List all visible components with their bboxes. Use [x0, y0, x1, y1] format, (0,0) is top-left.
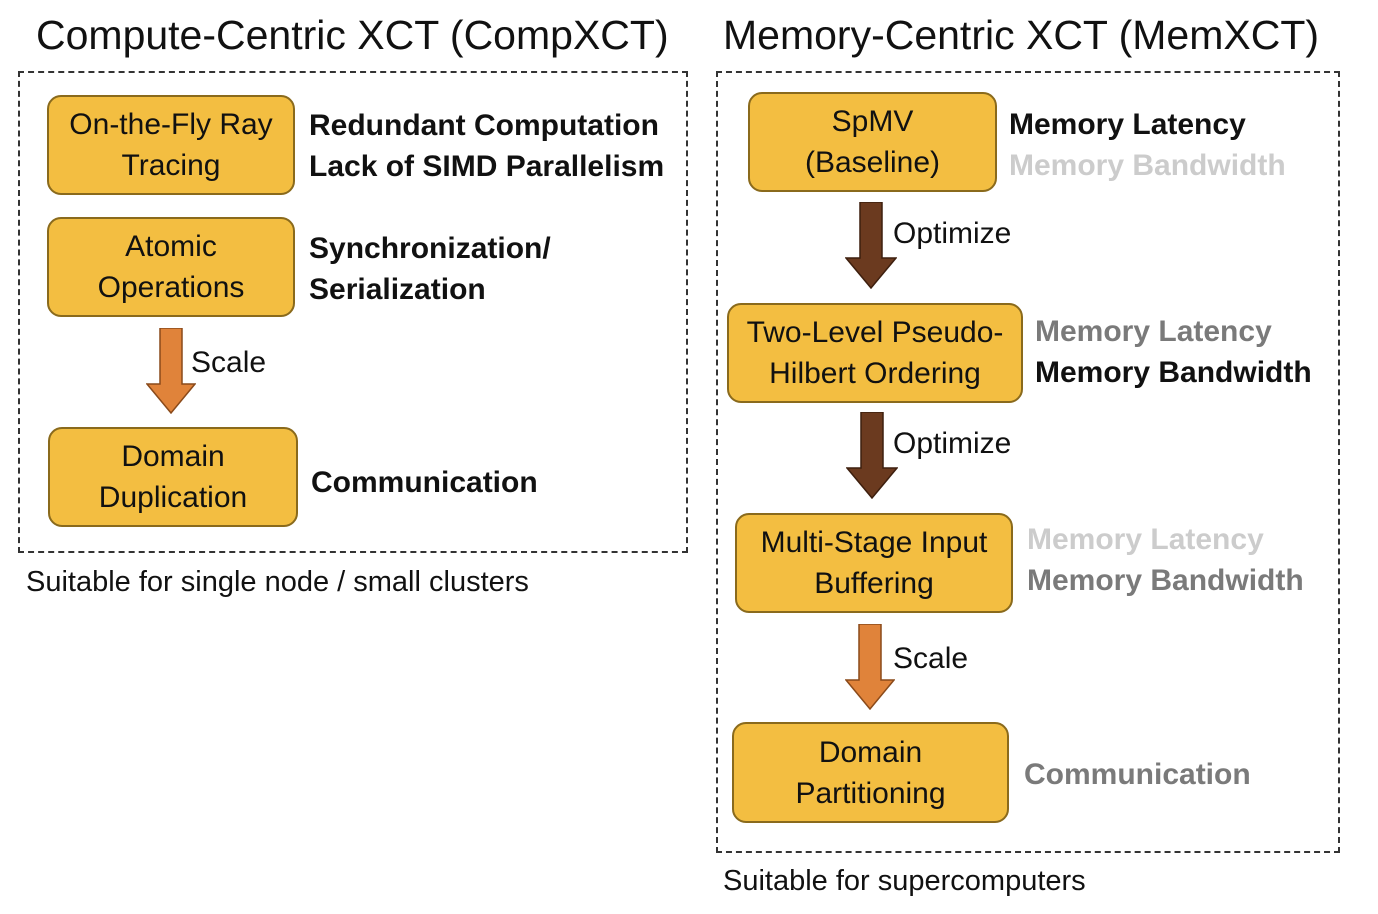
note-memory-hilbert: Memory Latency Memory Bandwidth [1035, 311, 1312, 393]
box-line: Duplication [98, 481, 248, 514]
note-line: Redundant Computation [309, 109, 659, 142]
note-line: Synchronization/ [309, 232, 551, 265]
box-domain-duplication: Domain Duplication [48, 427, 298, 527]
note-communication-left: Communication [311, 462, 538, 503]
box-line: Multi-Stage Input [760, 526, 988, 559]
note-line: Memory Latency [1009, 108, 1246, 141]
note-line: Serialization [309, 273, 486, 306]
note-memory-spmv: Memory Latency Memory Bandwidth [1009, 104, 1286, 186]
box-atomic-operations: Atomic Operations [47, 217, 295, 317]
scale-arrow-left [146, 328, 196, 414]
optimize-arrow-2 [846, 412, 898, 499]
compxct-caption: Suitable for single node / small cluster… [26, 566, 529, 598]
arrow-label-optimize: Optimize [893, 427, 1012, 460]
note-line: Communication [311, 466, 538, 499]
note-memory-buffering: Memory Latency Memory Bandwidth [1027, 519, 1304, 601]
note-redundant-computation: Redundant Computation Lack of SIMD Paral… [309, 105, 664, 187]
scale-arrow-right [845, 624, 895, 710]
memxct-title: Memory-Centric XCT (MemXCT) [723, 12, 1320, 58]
box-line: Atomic [125, 230, 217, 263]
optimize-arrow-1 [845, 202, 897, 289]
box-line: Domain [818, 735, 923, 769]
arrow-label-scale: Scale [893, 642, 969, 675]
note-line: Communication [1024, 758, 1251, 791]
box-line: Buffering [814, 567, 934, 600]
box-line: On-the-Fly Ray [69, 108, 273, 141]
note-line: Memory Bandwidth [1009, 149, 1286, 182]
box-line: Operations [97, 271, 245, 304]
box-line: Domain [121, 440, 225, 473]
box-line: Partitioning [795, 776, 946, 810]
note-synchronization: Synchronization/ Serialization [309, 228, 551, 310]
compxct-title: Compute-Centric XCT (CompXCT) [36, 12, 669, 58]
box-two-level-pseudo-hilbert: Two-Level Pseudo- Hilbert Ordering [727, 303, 1023, 403]
note-line: Memory Bandwidth [1035, 356, 1312, 389]
box-line: (Baseline) [804, 146, 941, 179]
box-line: Tracing [121, 149, 221, 182]
note-line: Lack of SIMD Parallelism [309, 150, 665, 183]
arrow-label-scale: Scale [191, 346, 267, 379]
box-line: Hilbert Ordering [769, 357, 981, 390]
box-line: Two-Level Pseudo- [746, 316, 1004, 349]
note-communication-right: Communication [1024, 754, 1251, 795]
note-line: Memory Latency [1027, 523, 1264, 556]
compxct-frame [18, 71, 688, 553]
note-line: Memory Latency [1035, 315, 1272, 348]
box-multi-stage-input-buffering: Multi-Stage Input Buffering [735, 513, 1013, 613]
note-line: Memory Bandwidth [1027, 564, 1304, 597]
box-on-the-fly-ray-tracing: On-the-Fly Ray Tracing [47, 95, 295, 195]
box-domain-partitioning: Domain Partitioning [732, 722, 1009, 823]
arrow-label-optimize: Optimize [893, 217, 1012, 250]
box-line: SpMV [831, 105, 914, 138]
memxct-frame [716, 71, 1340, 853]
memxct-caption: Suitable for supercomputers [723, 865, 1086, 897]
box-spmv-baseline: SpMV (Baseline) [748, 92, 997, 192]
